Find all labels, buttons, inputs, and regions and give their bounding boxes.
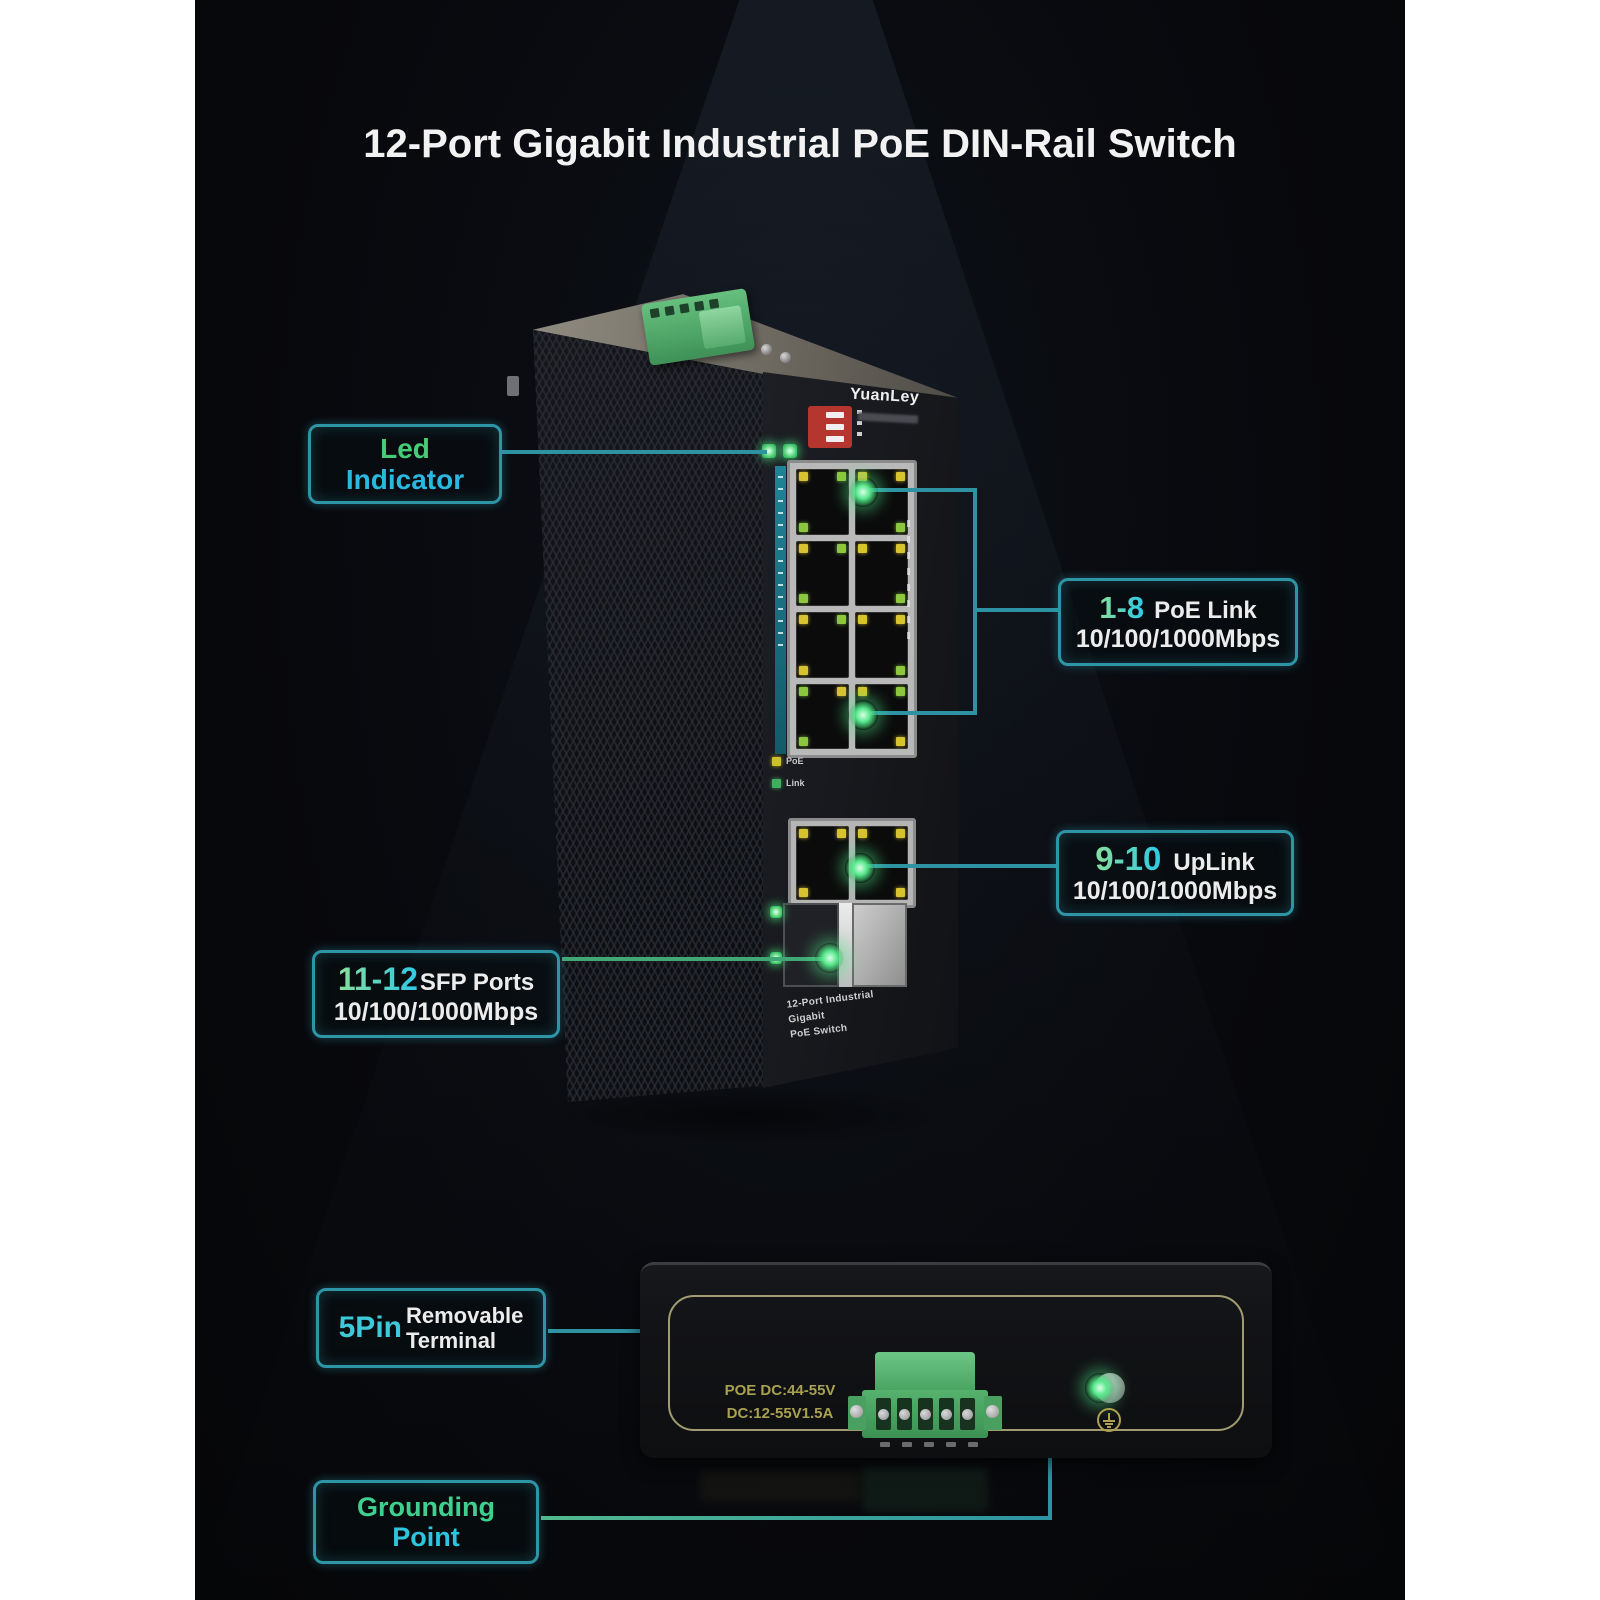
rj45-port bbox=[796, 469, 849, 535]
connector-dot bbox=[1085, 1373, 1115, 1403]
terminal-plug-block bbox=[698, 305, 747, 350]
rj45-port bbox=[855, 540, 908, 606]
callout-sfp-range: 11-12 bbox=[337, 961, 418, 998]
callout-line-poe-top bbox=[867, 488, 977, 492]
connector-dot bbox=[848, 700, 878, 730]
legend-link-label: Link bbox=[786, 778, 805, 788]
sfp-led bbox=[770, 906, 782, 918]
terminal-main-block bbox=[862, 1390, 988, 1438]
led-indicator-light bbox=[783, 444, 797, 458]
callout-sfp-ports: 11-12 SFP Ports 10/100/1000Mbps bbox=[312, 950, 560, 1038]
legend-link: Link bbox=[772, 778, 805, 788]
led-indicator-light bbox=[762, 444, 776, 458]
connector-dot bbox=[815, 943, 845, 973]
callout-grounding-line2: Point bbox=[392, 1522, 460, 1552]
callout-line-sfp bbox=[562, 957, 828, 961]
product-image-stage: 12-Port Gigabit Industrial PoE DIN-Rail … bbox=[195, 0, 1405, 1600]
sfp-port-block-11-12 bbox=[783, 903, 907, 987]
rj45-port bbox=[796, 540, 849, 606]
callout-grounding-line1: Grounding bbox=[357, 1491, 495, 1522]
dip-switch bbox=[808, 406, 852, 448]
terminal-pin-slot bbox=[896, 1398, 912, 1430]
power-rating-line1: POE DC:44-55V bbox=[724, 1382, 836, 1399]
poe-led-icon bbox=[772, 756, 781, 766]
top-screw bbox=[780, 352, 791, 363]
connector-dot bbox=[845, 853, 875, 883]
callout-grounding-point: Grounding Point bbox=[313, 1480, 539, 1564]
legend-poe: PoE bbox=[772, 756, 804, 766]
callout-line-led bbox=[500, 450, 767, 454]
terminal-pin-slot bbox=[875, 1398, 891, 1430]
callout-5pin-label1: Removable bbox=[405, 1302, 524, 1328]
port-side-markings bbox=[907, 520, 910, 639]
terminal-wing-screw bbox=[984, 1396, 1002, 1430]
callout-sfp-label: SFP Ports bbox=[419, 969, 535, 997]
callout-uplink: 9-10 UpLink 10/100/1000Mbps bbox=[1056, 830, 1294, 916]
switch-shadow bbox=[535, 1085, 955, 1145]
terminal-pin-slot bbox=[938, 1398, 954, 1430]
callout-uplink-speed: 10/100/1000Mbps bbox=[1072, 877, 1278, 906]
removable-terminal-5pin bbox=[848, 1352, 1002, 1448]
switch-side-panel bbox=[533, 330, 763, 1102]
sfp-divider bbox=[838, 903, 852, 987]
terminal-reflection bbox=[862, 1468, 988, 1512]
rj45-port bbox=[796, 683, 849, 749]
callout-line-poe-mid bbox=[973, 608, 1058, 612]
callout-poe-range: 1-8 bbox=[1099, 589, 1145, 625]
callout-5pin-terminal: 5Pin Removable Terminal bbox=[316, 1288, 546, 1368]
terminal-wing-screw bbox=[848, 1396, 866, 1430]
callout-uplink-range: 9-10 bbox=[1095, 839, 1162, 877]
power-rating-line2: DC:12-55V1.5A bbox=[726, 1404, 834, 1422]
callout-line-grounding-h bbox=[541, 1516, 1052, 1520]
rj45-port bbox=[796, 612, 849, 678]
terminal-pin-slot bbox=[917, 1398, 933, 1430]
grounding-symbol-icon bbox=[1097, 1408, 1121, 1432]
connector-dot bbox=[848, 477, 878, 507]
terminal-pin-marks bbox=[880, 1442, 978, 1447]
dip-switch-marks bbox=[857, 410, 862, 436]
terminal-top-block bbox=[875, 1352, 975, 1394]
callout-sfp-speed: 10/100/1000Mbps bbox=[333, 997, 539, 1026]
callout-poe-speed: 10/100/1000Mbps bbox=[1075, 625, 1281, 654]
callout-line-uplink bbox=[865, 864, 1056, 868]
callout-line-poe-bottom bbox=[867, 711, 977, 715]
callout-line-poe-vertical bbox=[973, 488, 977, 715]
callout-5pin-label2: Terminal bbox=[405, 1328, 497, 1353]
callout-poe-label: PoE Link bbox=[1154, 596, 1257, 624]
callout-poe-link: 1-8 PoE Link 10/100/1000Mbps bbox=[1058, 578, 1298, 666]
page-title: 12-Port Gigabit Industrial PoE DIN-Rail … bbox=[363, 122, 1237, 166]
callout-5pin-range: 5Pin bbox=[338, 1311, 402, 1345]
port-number-strip bbox=[775, 466, 786, 754]
din-rail-clip bbox=[507, 376, 519, 396]
callout-led-line2: Indicator bbox=[345, 464, 465, 495]
callout-uplink-label: UpLink bbox=[1173, 848, 1255, 876]
legend-poe-label: PoE bbox=[786, 756, 804, 766]
power-rating-text: POE DC:44-55V DC:12-55V1.5A bbox=[700, 1380, 860, 1425]
link-led-icon bbox=[772, 778, 781, 788]
callout-led-indicator: Led Indicator bbox=[308, 424, 502, 504]
text-reflection bbox=[700, 1472, 860, 1502]
sfp-cage bbox=[851, 903, 907, 987]
top-screw bbox=[761, 344, 772, 355]
rj45-port bbox=[855, 612, 908, 678]
terminal-pin-slot bbox=[959, 1398, 975, 1430]
rj45-port bbox=[796, 826, 849, 900]
callout-led-line1: Led bbox=[380, 432, 430, 464]
